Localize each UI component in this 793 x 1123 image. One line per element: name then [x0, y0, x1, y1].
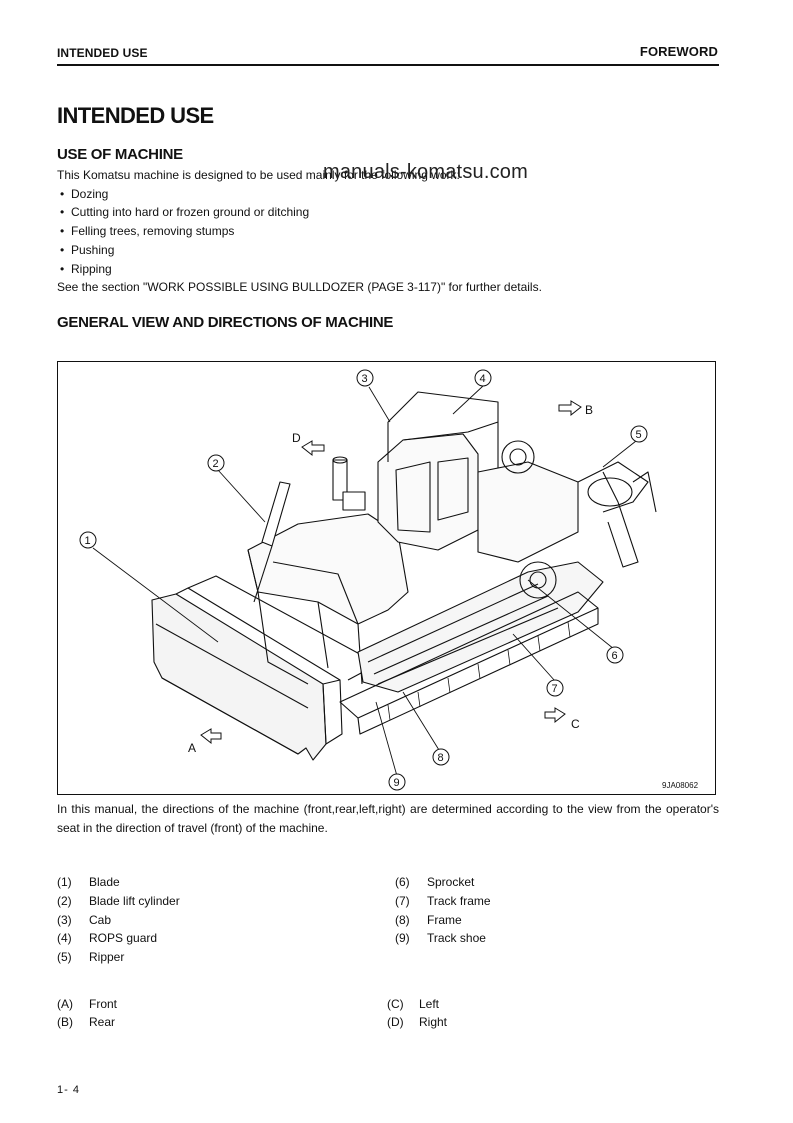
- callout-7: 7: [546, 679, 564, 697]
- running-header-right: FOREWORD: [639, 44, 718, 59]
- svg-text:1: 1: [85, 535, 91, 547]
- direction-a: A: [188, 741, 196, 755]
- arrow-front-icon: [200, 728, 222, 745]
- arrow-rear-icon: [558, 400, 582, 417]
- svg-text:6: 6: [612, 650, 618, 662]
- watermark: manuals-komatsu.com: [323, 161, 528, 183]
- svg-text:2: 2: [213, 458, 219, 470]
- callout-8: 8: [432, 748, 450, 766]
- list-item: Ripping: [57, 260, 719, 279]
- general-view-heading: GENERAL VIEW AND DIRECTIONS OF MACHINE: [57, 314, 394, 331]
- machine-figure: D A B C 1 2 3 4 5 6 7 8 9: [57, 361, 716, 795]
- part-item: (1)Blade: [57, 875, 120, 889]
- bulldozer-illustration: D A B C 1 2 3 4 5 6 7 8 9: [79, 369, 699, 791]
- part-item: (7)Track frame: [395, 894, 491, 908]
- arrow-right-icon: [301, 440, 325, 457]
- callout-6: 6: [606, 646, 624, 664]
- part-item: (2)Blade lift cylinder: [57, 894, 180, 908]
- part-item: (5)Ripper: [57, 950, 125, 964]
- list-item: Cutting into hard or frozen ground or di…: [57, 203, 719, 222]
- direction-item: (C)Left: [387, 997, 440, 1011]
- intro-text: This Komatsu machine is designed to be u…: [57, 168, 460, 182]
- see-also-text: See the section "WORK POSSIBLE USING BUL…: [57, 280, 542, 295]
- part-item: (9)Track shoe: [395, 931, 486, 945]
- direction-d: D: [292, 431, 301, 445]
- running-header-left: INTENDED USE: [57, 46, 148, 60]
- svg-text:3: 3: [362, 373, 368, 385]
- use-of-machine-heading: USE OF MACHINE: [57, 146, 183, 163]
- figure-caption: In this manual, the directions of the ma…: [57, 802, 719, 835]
- direction-item: (D)Right: [387, 1015, 448, 1029]
- svg-text:7: 7: [552, 683, 558, 695]
- part-item: (6)Sprocket: [395, 875, 475, 889]
- part-item: (3)Cab: [57, 913, 112, 927]
- figure-code: 9JA08062: [662, 781, 699, 790]
- callout-1: 1: [79, 531, 97, 549]
- direction-b: B: [585, 403, 593, 417]
- use-of-machine-body: This Komatsu machine is designed to be u…: [57, 166, 719, 297]
- list-item: Dozing: [57, 185, 719, 204]
- svg-text:8: 8: [438, 752, 444, 764]
- callout-5: 5: [630, 425, 648, 443]
- callout-9: 9: [388, 773, 406, 791]
- direction-item: (B)Rear: [57, 1015, 116, 1029]
- svg-text:9: 9: [394, 777, 400, 789]
- part-item: (8)Frame: [395, 913, 462, 927]
- callout-3: 3: [356, 369, 374, 387]
- direction-c: C: [571, 717, 580, 731]
- header-rule: [57, 64, 719, 66]
- arrow-left-icon: [544, 707, 566, 724]
- list-item: Pushing: [57, 241, 719, 260]
- callout-2: 2: [207, 454, 225, 472]
- direction-arrows: [200, 400, 582, 745]
- page-number: 1- 4: [57, 1084, 80, 1096]
- part-item: (4)ROPS guard: [57, 931, 158, 945]
- page-title: INTENDED USE: [57, 103, 214, 128]
- svg-text:4: 4: [480, 373, 486, 385]
- direction-item: (A)Front: [57, 997, 118, 1011]
- work-list: Dozing Cutting into hard or frozen groun…: [57, 185, 719, 279]
- callout-4: 4: [474, 369, 492, 387]
- list-item: Felling trees, removing stumps: [57, 222, 719, 241]
- svg-text:5: 5: [636, 429, 642, 441]
